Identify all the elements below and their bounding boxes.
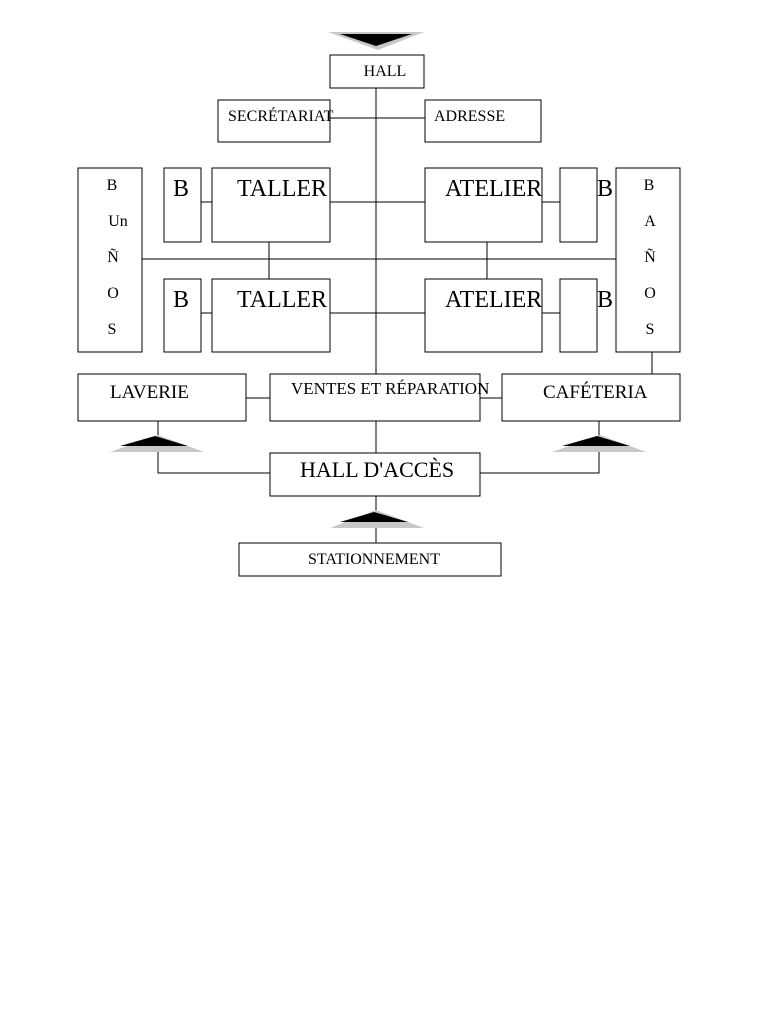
hall-label: HALL (364, 63, 407, 80)
b-top-right-label: B (597, 176, 613, 202)
b-bottom-right-label: B (597, 287, 613, 313)
ventes-label: VENTES ET RÉPARATION (291, 379, 489, 398)
laverie-label: LAVERIE (110, 382, 189, 403)
cafeteria-label: CAFÉTERIA (543, 381, 648, 403)
banos-left-letter-5: S (108, 321, 117, 338)
atelier-bottom-label: ATELIER (445, 287, 542, 313)
banos-right-letter-3: Ñ (644, 248, 656, 266)
hall-box: HALL (329, 54, 425, 89)
arrow-right-icon (552, 435, 646, 452)
b-bottom-left-box: B (163, 278, 202, 353)
atelier-bottom-box: ATELIER (424, 278, 543, 353)
banos-right-letter-4: O (644, 285, 656, 302)
hall-acces-box: HALL D'ACCÈS (269, 452, 481, 497)
secretariat-box: SECRÉTARIAT (217, 99, 334, 143)
secretariat-label: SECRÉTARIAT (228, 106, 334, 125)
atelier-top-label: ATELIER (445, 176, 542, 202)
banos-left-letter-1: B (107, 177, 118, 194)
taller-bottom-label: TALLER (237, 287, 327, 313)
banos-left-letter-3: Ñ (107, 248, 119, 266)
cafeteria-box: CAFÉTERIA (501, 373, 681, 422)
taller-bottom-box: TALLER (211, 278, 331, 353)
ventes-box: VENTES ET RÉPARATION (269, 373, 489, 422)
banos-right-letter-1: B (644, 177, 655, 194)
banos-left-letter-2: Un (108, 213, 128, 230)
taller-top-box: TALLER (211, 167, 331, 243)
taller-top-label: TALLER (237, 176, 327, 202)
arrow-bottom-icon (330, 510, 424, 528)
stationnement-label: STATIONNEMENT (308, 551, 440, 568)
adresse-box: ADRESSE (424, 99, 542, 143)
atelier-top-box: ATELIER (424, 167, 543, 243)
banos-right-letter-2: A (644, 213, 656, 230)
arrow-top-icon (328, 32, 424, 50)
b-top-left-label: B (173, 176, 189, 202)
b-top-left-box: B (163, 167, 202, 243)
banos-right-letter-5: S (646, 321, 655, 338)
adresse-label: ADRESSE (434, 108, 505, 125)
stationnement-box: STATIONNEMENT (238, 542, 502, 577)
banos-left-box: B Un Ñ O S (77, 167, 143, 353)
b-bottom-left-label: B (173, 287, 189, 313)
arrow-left-icon (110, 435, 204, 452)
banos-left-letter-4: O (107, 285, 119, 302)
b-top-right-box: B (559, 167, 613, 243)
laverie-box: LAVERIE (77, 373, 247, 422)
b-bottom-right-box: B (559, 278, 613, 353)
banos-right-box: B A Ñ O S (615, 167, 681, 353)
hall-acces-label: HALL D'ACCÈS (300, 457, 454, 482)
